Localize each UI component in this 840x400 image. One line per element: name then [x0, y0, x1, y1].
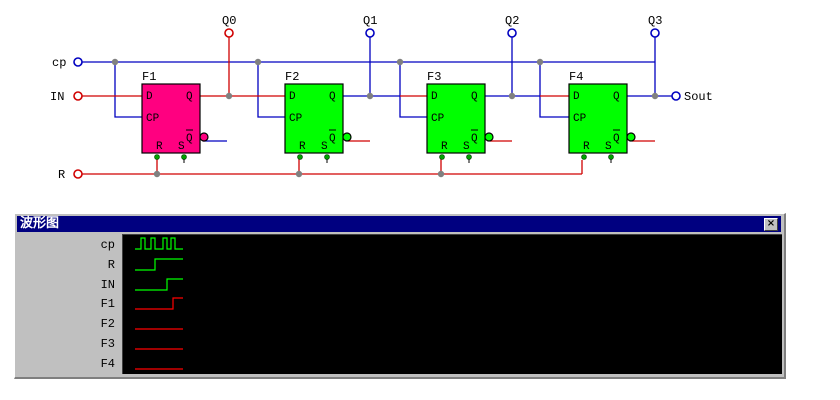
waveform-window: 波形图 × cp R IN F1 F2 F3 F4	[14, 213, 786, 379]
pin-q-label: Q	[186, 91, 193, 103]
pin-d-label: D	[431, 91, 438, 103]
pin-qbar-label: Q	[471, 133, 478, 145]
signal-label-f2: F2	[100, 317, 115, 331]
pin-r-label: R	[583, 141, 590, 153]
waveform-traces	[135, 237, 183, 370]
cp-label: cp	[52, 56, 66, 70]
trace-f1	[135, 297, 183, 310]
qbar-bubble	[199, 132, 209, 142]
q1-label: Q1	[363, 14, 377, 28]
r-pin	[439, 154, 445, 160]
pin-qbar-label: Q	[329, 133, 336, 145]
flipflop-name: F2	[285, 70, 299, 84]
trace-in	[135, 278, 183, 291]
signal-labels: cp R IN F1 F2 F3 F4	[17, 234, 121, 373]
sout-label: Sout	[684, 90, 713, 104]
trace-cp	[135, 237, 183, 250]
pin-r-label: R	[441, 141, 448, 153]
signal-label-cp: cp	[100, 238, 115, 252]
s-pin	[466, 154, 472, 160]
signal-label-r: R	[107, 258, 115, 272]
flipflop-body	[141, 83, 201, 154]
pin-q-label: Q	[613, 91, 620, 103]
signal-label-f4: F4	[100, 357, 115, 371]
signal-label-f1: F1	[100, 297, 115, 311]
pin-d-label: D	[289, 91, 296, 103]
flipflop-body	[426, 83, 486, 154]
r-pin	[154, 154, 160, 160]
qbar-bubble	[484, 132, 494, 142]
pin-cp-label: CP	[289, 113, 303, 125]
in-label: IN	[50, 90, 64, 104]
waveform-display	[122, 234, 782, 374]
pin-r-label: R	[156, 141, 163, 153]
flipflop-name: F3	[427, 70, 441, 84]
pin-qbar-label: Q	[613, 133, 620, 145]
s-pin	[608, 154, 614, 160]
pin-d-label: D	[146, 91, 153, 103]
s-pin	[181, 154, 187, 160]
pin-q-label: Q	[329, 91, 336, 103]
signal-label-in: IN	[100, 278, 115, 292]
pin-qbar-label: Q	[186, 133, 193, 145]
pin-cp-label: CP	[146, 113, 160, 125]
qbar-bubble	[626, 132, 636, 142]
clock-wires	[82, 37, 672, 142]
r-label: R	[58, 168, 65, 182]
qbar-bubble	[342, 132, 352, 142]
input-terminals[interactable]	[73, 57, 83, 179]
pin-cp-label: CP	[431, 113, 445, 125]
q2-label: Q2	[505, 14, 519, 28]
flipflop-name: F4	[569, 70, 583, 84]
flipflop-body	[284, 83, 344, 154]
flipflop-name: F1	[142, 70, 156, 84]
waveform-titlebar[interactable]: 波形图 ×	[17, 216, 781, 232]
flipflop-body	[568, 83, 628, 154]
pin-s-label: S	[463, 141, 470, 153]
r-pin	[581, 154, 587, 160]
pin-q-label: Q	[471, 91, 478, 103]
junctions	[111, 58, 659, 178]
pin-s-label: S	[605, 141, 612, 153]
pin-s-label: S	[178, 141, 185, 153]
r-pin	[297, 154, 303, 160]
q0-label: Q0	[222, 14, 236, 28]
trace-r	[135, 258, 183, 271]
signal-label-f3: F3	[100, 337, 115, 351]
waveform-title: 波形图	[20, 216, 60, 231]
s-pin	[324, 154, 330, 160]
pin-cp-label: CP	[573, 113, 587, 125]
pin-d-label: D	[573, 91, 580, 103]
q3-label: Q3	[648, 14, 662, 28]
pin-s-label: S	[321, 141, 328, 153]
close-button[interactable]: ×	[764, 218, 778, 231]
pin-r-label: R	[299, 141, 306, 153]
output-terminals[interactable]	[224, 28, 681, 101]
